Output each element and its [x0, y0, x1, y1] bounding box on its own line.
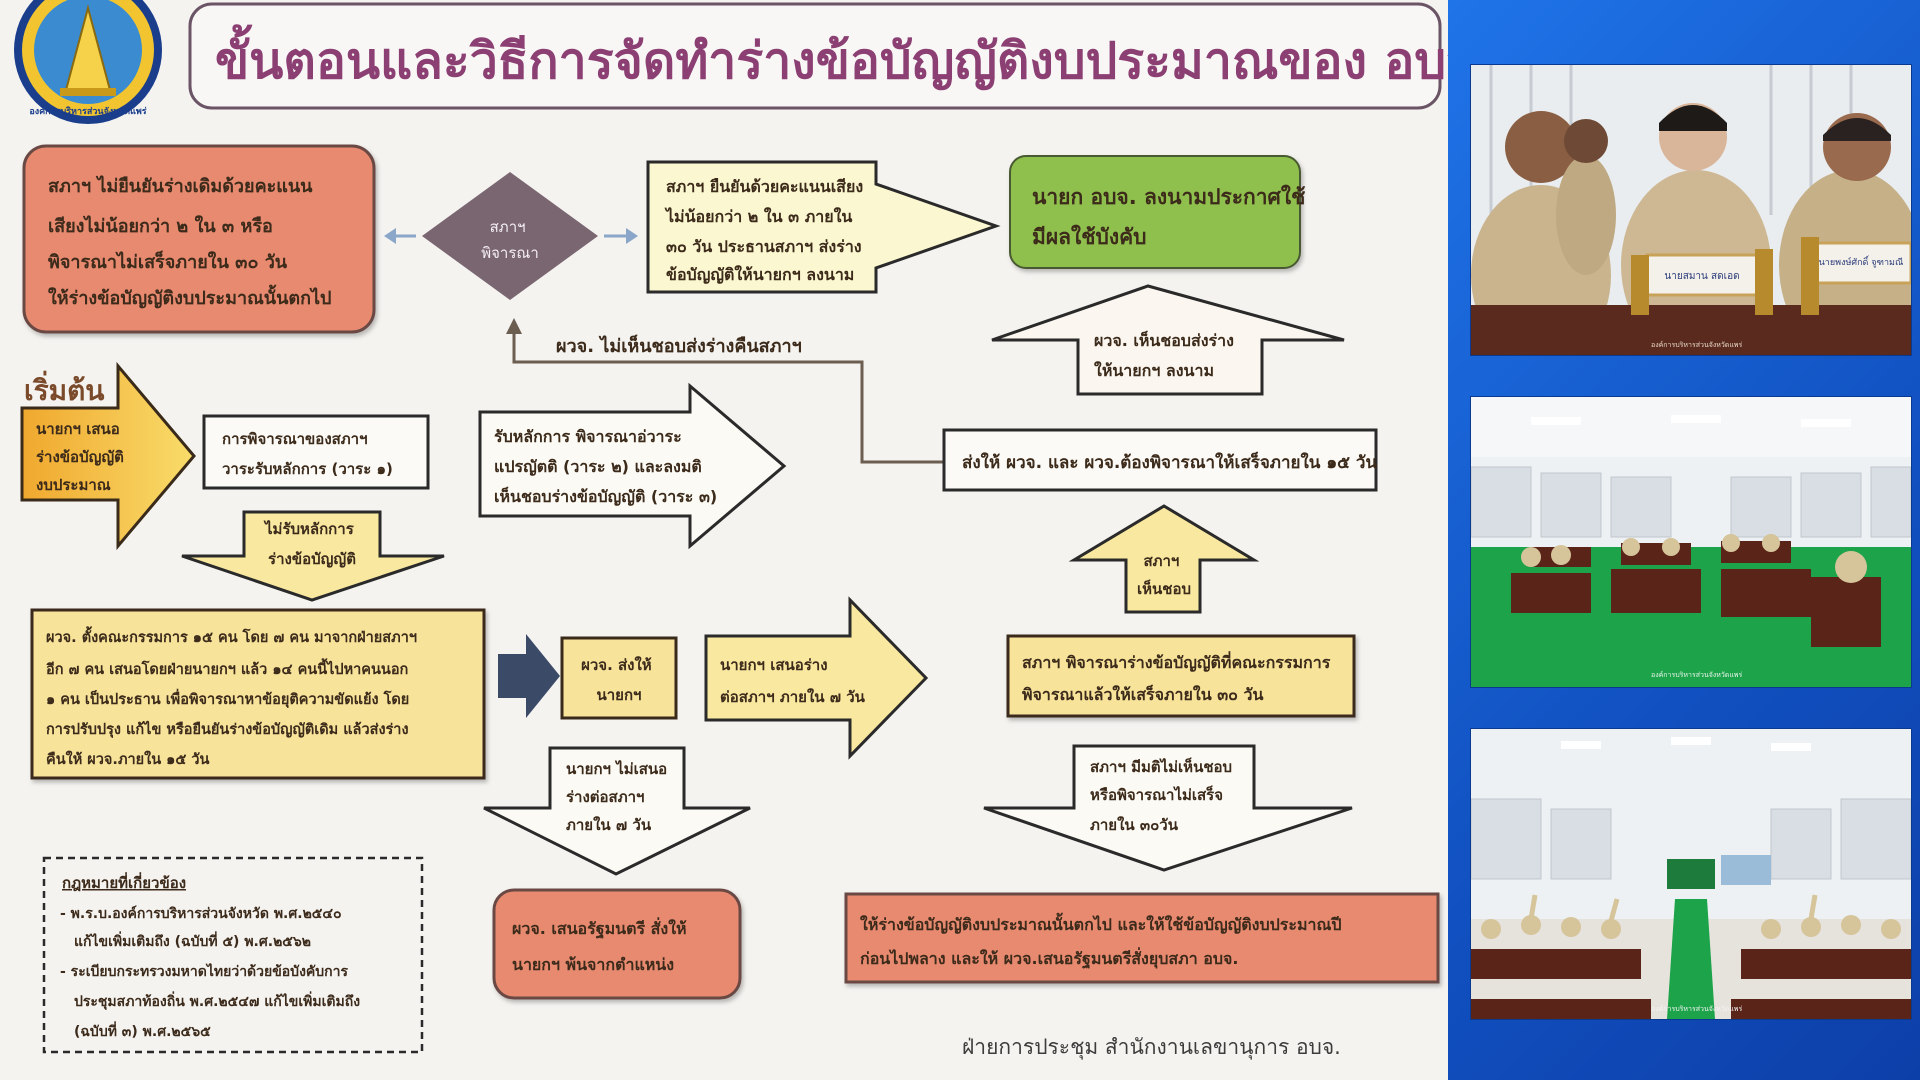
- council-agree-arrow: สภาฯ เห็นชอบ: [1068, 504, 1260, 614]
- svg-text:สภาฯ มีมติไม่เห็นชอบ หรื: สภาฯ มีมติไม่เห็นชอบ หรือพิจารณาไม่เสร็จ…: [1090, 757, 1237, 834]
- diamond-left-arrow: [384, 228, 416, 244]
- mayor-propose-arrow: นายกฯ เสนอ ร่างข้อบัญญัติ งบประมาณ: [20, 361, 196, 551]
- svg-text:ผวจ. เสนอรัฐมนตรี สั่งให้: ผวจ. เสนอรัฐมนตรี สั่งให้ นายกฯ พ้นจากตำ…: [512, 917, 692, 974]
- photo-caption-1: องค์การบริหารส่วนจังหวัดแพร่: [1651, 341, 1742, 349]
- mayor-propose7-arrow: นายกฯ เสนอร่าง ต่อสภาฯ ภายใน ๗ วัน: [704, 596, 929, 760]
- title-banner: ขั้นตอนและวิธีการจัดทำร่างข้อบัญญัติงบปร…: [188, 2, 1448, 110]
- plaque-1: นายสมาน สดเอด: [1664, 271, 1739, 282]
- accept-arrow: รับหลักการ พิจารณาอ่วาระ แปรญัตติ (วาระ …: [478, 382, 787, 550]
- committee-box: ผวจ. ตั้งคณะกรรมการ ๑๕ คน โดย ๗ คน มาจาก…: [30, 608, 486, 780]
- svg-text:นายกฯ เสนอ ร่างข้อบัญญัต: นายกฯ เสนอ ร่างข้อบัญญัติ งบประมาณ: [36, 420, 129, 494]
- flowchart-poster: องค์การบริหารส่วนจังหวัดแพร่ ขั้นตอนและว…: [0, 0, 1448, 1080]
- photo-officials: นายสมาน สดเอด นายพงษ์ศักดิ์ จูฑามณี องค์…: [1470, 64, 1912, 356]
- send-governor-box: ส่งให้ ผวจ. และ ผวจ.ต้องพิจารณาให้เสร็จภ…: [942, 428, 1378, 492]
- svg-text:ให้ร่างข้อบัญญัติงบประมาณนั้นต: ให้ร่างข้อบัญญัติงบประมาณนั้นตกไป และให้…: [860, 912, 1347, 969]
- photo-voting: องค์การบริหารส่วนจังหวัดแพร่: [1470, 728, 1912, 1020]
- council-consider-diamond: สภาฯ พิจารณา: [422, 172, 598, 300]
- governor-agree-arrow: ผวจ. เห็นชอบส่งร่าง ให้นายกฯ ลงนาม: [991, 284, 1345, 396]
- governor-disagree-line: ผวจ. ไม่เห็นชอบส่งร่างคืนสภาฯ: [506, 318, 944, 464]
- footer-text: ฝ่ายการประชุม สำนักงานเลขานุการ อบจ.: [962, 1035, 1341, 1060]
- logo-text: องค์การบริหารส่วนจังหวัดแพร่: [29, 105, 146, 117]
- svg-text:นายกฯ ไม่เสนอ ร่างต่อสภา: นายกฯ ไม่เสนอ ร่างต่อสภาฯ ภายใน ๗ วัน: [566, 759, 672, 834]
- svg-text:รับหลักการ พิจารณาอ่วาระ: รับหลักการ พิจารณาอ่วาระ แปรญัตติ (วาระ …: [494, 427, 717, 507]
- council-consider30-box: สภาฯ พิจารณาร่างข้อบัญญัติที่คณะกรรมการ …: [1006, 634, 1356, 718]
- page-title: ขั้นตอนและวิธีการจัดทำร่างข้อบัญญัติงบปร…: [215, 24, 1448, 90]
- svg-text:สภาฯ เห็นชอบ: สภาฯ เห็นชอบ: [1137, 552, 1191, 598]
- plaque-2: นายพงษ์ศักดิ์ จูฑามณี: [1819, 255, 1904, 268]
- photo-meeting-hall: องค์การบริหารส่วนจังหวัดแพร่: [1470, 396, 1912, 688]
- svg-text:ผวจ. ส่งให้ นายกฯ: ผวจ. ส่งให้ นายกฯ: [581, 656, 657, 704]
- announce-box: นายก อบจ. ลงนามประกาศใช้ มีผลใช้บังคับ: [1009, 155, 1313, 269]
- svg-text:สภาฯ พิจารณาร่างข้อบัญญัติที่ค: สภาฯ พิจารณาร่างข้อบัญญัติที่คณะกรรมการ …: [1022, 651, 1336, 704]
- svg-text:นายก อบจ. ลงนามประกาศใช้: นายก อบจ. ลงนามประกาศใช้ มีผลใช้บังคับ: [1032, 184, 1313, 249]
- laws-box: กฎหมายที่เกี่ยวข้อง - พ.ร.บ.องค์การบริหา…: [42, 856, 424, 1054]
- photo-caption-2: องค์การบริหารส่วนจังหวัดแพร่: [1651, 671, 1742, 679]
- reject-box: สภาฯ ไม่ยืนยันร่างเดิมด้วยคะแนน เสียงไม่…: [22, 144, 376, 334]
- photo-caption-3: องค์การบริหารส่วนจังหวัดแพร่: [1651, 1005, 1742, 1013]
- svg-text:การพิจารณาของสภาฯ วาระรั: การพิจารณาของสภาฯ วาระรับหลักการ (วาระ ๑…: [222, 430, 393, 478]
- svg-text:ส่งให้ ผวจ. และ ผวจ.ต้องพิจารณ: ส่งให้ ผวจ. และ ผวจ.ต้องพิจารณาให้เสร็จภ…: [962, 450, 1377, 473]
- svg-text:สภาฯ ยืนยันด้วยคะแนนเสียง: สภาฯ ยืนยันด้วยคะแนนเสียง ไม่น้อยกว่า ๒ …: [664, 177, 869, 285]
- svg-text:ผวจ. ตั้งคณะกรรมการ ๑๕ คน โดย: ผวจ. ตั้งคณะกรรมการ ๑๕ คน โดย ๗ คน มาจาก…: [46, 626, 422, 768]
- logo-seal: องค์การบริหารส่วนจังหวัดแพร่: [14, 0, 162, 124]
- svg-text:ผวจ. เห็นชอบส่งร่าง ให้น: ผวจ. เห็นชอบส่งร่าง ให้นายกฯ ลงนาม: [1094, 329, 1240, 380]
- reject-text: สภาฯ ไม่ยืนยันร่างเดิมด้วยคะแนน เสียงไม่…: [48, 175, 331, 309]
- flowchart-canvas: องค์การบริหารส่วนจังหวัดแพร่ ขั้นตอนและว…: [14, 0, 1448, 1060]
- photo-sidebar: นายสมาน สดเอด นายพงษ์ศักดิ์ จูฑามณี องค์…: [1448, 0, 1920, 1080]
- governor-send-box: ผวจ. ส่งให้ นายกฯ: [560, 636, 678, 720]
- governor-dismiss-box: ผวจ. เสนอรัฐมนตรี สั่งให้ นายกฯ พ้นจากตำ…: [492, 888, 742, 1000]
- governor-disagree-text: ผวจ. ไม่เห็นชอบส่งร่างคืนสภาฯ: [556, 334, 802, 357]
- reading1-box: การพิจารณาของสภาฯ วาระรับหลักการ (วาระ ๑…: [202, 414, 430, 490]
- council-disagree-arrow: สภาฯ มีมติไม่เห็นชอบ หรือพิจารณาไม่เสร็จ…: [983, 744, 1353, 872]
- diamond-right-arrow: [604, 228, 638, 244]
- svg-text:นายกฯ เสนอร่าง ต่อสภาฯ ภ: นายกฯ เสนอร่าง ต่อสภาฯ ภายใน ๗ วัน: [720, 656, 866, 706]
- committee-to-governor-arrow: [498, 634, 560, 718]
- confirm-arrow: สภาฯ ยืนยันด้วยคะแนนเสียง ไม่น้อยกว่า ๒ …: [646, 160, 1001, 294]
- start-label: เริ่มต้น: [24, 370, 104, 407]
- not-accept-arrow: ไม่รับหลักการ ร่างข้อบัญญัติ: [181, 510, 445, 602]
- svg-text:- พ.ร.บ.องค์การบริหารส่วนจังหว: - พ.ร.บ.องค์การบริหารส่วนจังหวัด พ.ศ.๒๕๔…: [60, 905, 365, 1040]
- laws-heading: กฎหมายที่เกี่ยวข้อง: [62, 872, 186, 892]
- svg-text:ไม่รับหลักการ ร่างข้อบัญ: ไม่รับหลักการ ร่างข้อบัญญัติ: [263, 519, 359, 568]
- mayor-not-propose-arrow: นายกฯ ไม่เสนอ ร่างต่อสภาฯ ภายใน ๗ วัน: [483, 746, 751, 876]
- svg-text:สภาฯ พิจารณา: สภาฯ พิจารณา: [481, 218, 539, 262]
- fail-budget-box: ให้ร่างข้อบัญญัติงบประมาณนั้นตกไป และให้…: [844, 892, 1440, 984]
